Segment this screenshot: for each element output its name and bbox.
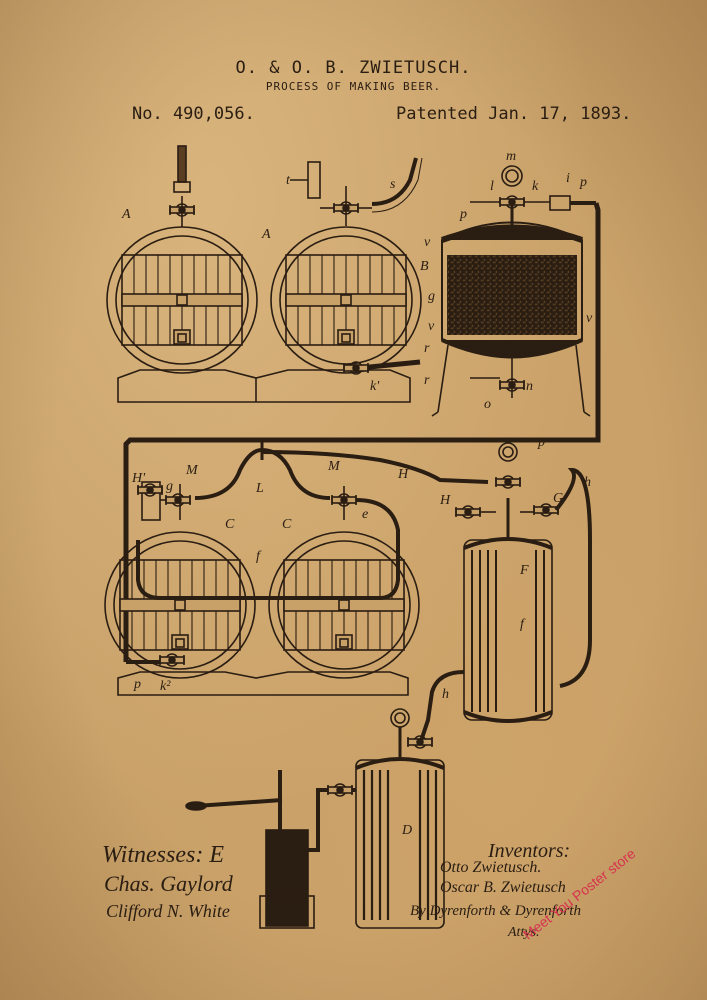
label-k-prime: k' <box>370 379 380 394</box>
vessel-d <box>320 708 445 929</box>
label-m-left: M <box>185 463 199 478</box>
label-m-right: M <box>327 459 341 474</box>
label-v-top: v <box>424 235 431 250</box>
patent-number: No. 490,056. <box>132 104 255 124</box>
label-c-left: C <box>225 517 235 532</box>
label-s: s <box>390 177 396 192</box>
label-e: e <box>362 507 368 522</box>
label-h-pipe: H <box>397 467 409 482</box>
cradle-top <box>117 369 411 403</box>
patent-date: Patented Jan. 17, 1893. <box>396 104 632 124</box>
label-g-left: g <box>166 479 173 494</box>
label-a-right: A <box>261 227 271 242</box>
label-r-upper: r <box>424 341 430 356</box>
label-p-bottom: p <box>133 677 141 692</box>
fitting-top-right <box>290 157 423 226</box>
label-m: m <box>506 149 516 164</box>
label-c-right: C <box>282 517 292 532</box>
witness-signature-1: Chas. Gaylord <box>104 871 233 896</box>
pump-e <box>185 770 322 929</box>
label-f-pipe: f <box>256 549 262 564</box>
label-i: i <box>566 171 570 186</box>
label-f-lower: f <box>520 617 526 632</box>
label-h-fitting: H <box>439 493 451 508</box>
attorneys-signature: By Dyrenforth & Dyrenforth <box>410 903 581 919</box>
attorneys-suffix: Attys. <box>508 925 540 940</box>
label-k-squared: k² <box>160 679 171 694</box>
vessel-b <box>431 165 601 420</box>
label-l: L <box>255 481 264 496</box>
barrel-c-left <box>104 531 256 679</box>
label-r-lower: r <box>424 373 430 388</box>
patent-title-line: PROCESS OF MAKING BEER. <box>265 80 442 93</box>
label-g-tank: g <box>428 289 435 304</box>
pipe-p <box>123 420 601 662</box>
label-g: G <box>553 491 563 506</box>
label-o: o <box>484 397 491 412</box>
label-p-top: p <box>579 175 587 190</box>
label-b: B <box>420 259 429 274</box>
cradle-middle <box>117 671 409 696</box>
label-v-right: v <box>586 311 593 326</box>
label-d: D <box>401 823 412 838</box>
vessel-f <box>455 442 592 723</box>
label-n: n <box>526 379 533 394</box>
reference-letters: A A B C C D F f G H H H' L M M f g g h h… <box>121 149 593 838</box>
inventor-signature-2: Oscar B. Zwietusch <box>440 879 566 896</box>
label-p-tank: p <box>459 207 467 222</box>
inventors-label: Inventors: <box>488 840 571 862</box>
label-l-lower: l <box>490 179 494 194</box>
witnesses-label: Witnesses: E <box>102 842 224 868</box>
label-h-prime: H' <box>131 471 146 486</box>
label-p-pipe: p <box>537 435 545 450</box>
label-v-middle: v <box>428 319 435 334</box>
inventor-signature-1: Otto Zwietusch. <box>440 859 542 876</box>
fitting-middle-left <box>137 481 191 521</box>
patent-inventors-line: O. & O. B. ZWIETUSCH. <box>235 58 472 78</box>
witness-signature-2: Clifford N. White <box>106 901 230 921</box>
label-h-lower: h <box>442 687 449 702</box>
label-f-upper: F <box>519 563 529 578</box>
tap-top-left <box>169 145 195 227</box>
barrel-a-right <box>270 226 422 374</box>
label-k: k <box>532 179 539 194</box>
label-h-upper: h <box>584 475 591 490</box>
label-a-left: A <box>121 207 131 222</box>
barrel-a-left <box>106 226 258 374</box>
fitting-middle-right <box>136 486 400 600</box>
label-t: t <box>286 173 291 188</box>
